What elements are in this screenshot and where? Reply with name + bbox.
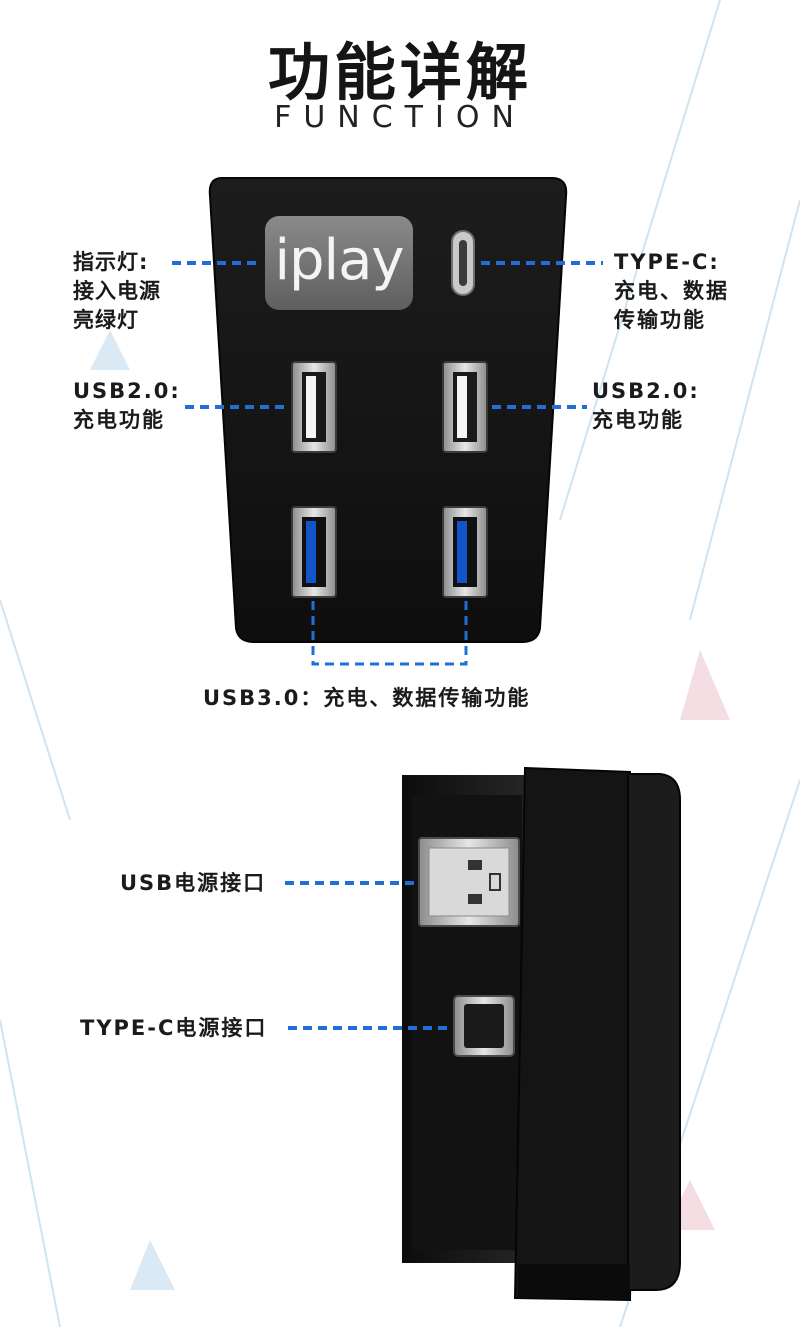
callout-indicator-light: 指示灯: 接入电源 亮绿灯 xyxy=(73,250,161,332)
page-title: 功能详解 xyxy=(267,36,532,109)
typec-power-plug xyxy=(453,995,515,1057)
callout-usb2-right: USB2.0: 充电功能 xyxy=(592,379,700,432)
brand-logo: iplay xyxy=(265,216,413,310)
callout-usb2-left: USB2.0: 充电功能 xyxy=(73,379,181,432)
callout-lines-top xyxy=(172,261,603,666)
callout-typec-power-port: TYPE-C电源接口 xyxy=(80,1016,268,1040)
callout-usb-power-port: USB电源接口 xyxy=(120,871,267,895)
usb-power-plug xyxy=(418,837,520,927)
callout-typec-top: TYPE-C: 充电、数据 传输功能 xyxy=(614,250,729,332)
page-subtitle: FUNCTION xyxy=(274,100,526,135)
hub-side-view xyxy=(402,766,681,1302)
callout-usb3: USB3.0：充电、数据传输功能 xyxy=(203,686,531,710)
callout-lines-bottom xyxy=(285,881,452,1030)
